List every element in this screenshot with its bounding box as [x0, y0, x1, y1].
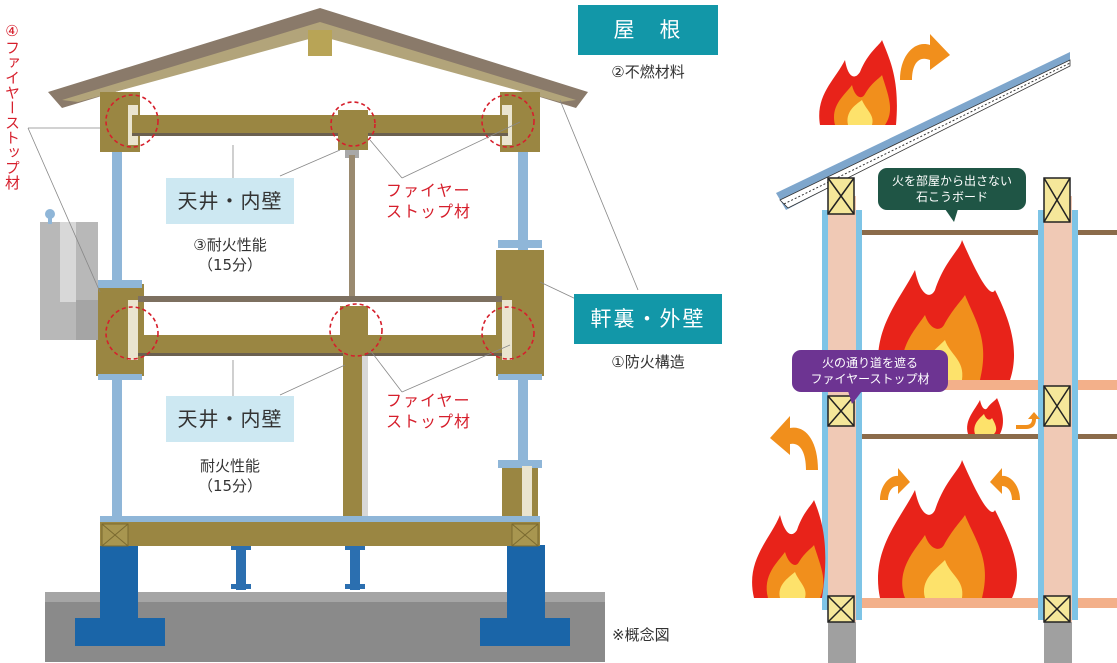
firestop-boxes: [827, 177, 1071, 623]
fire-icon-small: [967, 398, 1004, 434]
firestop-lower-line2: ストップ材: [386, 412, 472, 431]
callout-firestop: 火の通り道を遮る ファイヤーストップ材: [792, 351, 948, 391]
eaves-label: 軒裏・外壁: [574, 294, 722, 344]
beam-middle: [138, 335, 502, 353]
firestop-label-lower: ファイヤー ストップ材: [386, 390, 471, 432]
vertical-firestop-num: ④: [3, 22, 21, 40]
firestop-lower-line1: ファイヤー: [386, 391, 471, 410]
foundation-right: [480, 545, 570, 646]
beam-upper: [132, 115, 508, 133]
ceiling-spec-lower-line1: 耐火性能: [199, 457, 260, 475]
roof-spec: ②不燃材料: [611, 63, 685, 81]
fire-icon-outside: [752, 500, 826, 598]
fire-icon-roof: [819, 40, 897, 125]
firestop-upper-line1: ファイヤー: [386, 181, 471, 200]
callout-board: 火を部屋から出さない 石こうボード: [878, 169, 1026, 209]
firestop-markers: [105, 94, 535, 360]
ceiling-spec-upper-line1: ③耐火性能: [193, 236, 267, 254]
callout-firestop-line1: 火の通り道を遮る: [821, 356, 918, 370]
eaves-spec: ①防火構造: [611, 353, 685, 371]
fire-icon-lower: [878, 460, 1017, 598]
balcony: [40, 209, 98, 340]
foundation-left: [75, 545, 165, 646]
ceiling-label-lower: 天井・内壁: [166, 396, 294, 442]
callout-board-line2: 石こうボード: [915, 190, 988, 204]
beam-ground: [100, 522, 540, 546]
callout-board-bg: [878, 168, 1026, 210]
heat-arrows: [770, 34, 1040, 500]
callout-firestop-bg: [792, 350, 948, 392]
concept-note: ※概念図: [612, 626, 670, 644]
ceiling-spec-lower: 耐火性能 （15分）: [150, 456, 310, 496]
ceiling-label-upper: 天井・内壁: [166, 178, 294, 224]
vertical-firestop-text: ファイヤーストップ材: [3, 40, 21, 190]
firestop-label-upper: ファイヤー ストップ材: [386, 180, 471, 222]
roof-label: 屋 根: [578, 5, 718, 55]
callout-board-line1: 火を部屋から出さない: [891, 174, 1012, 188]
firestop-upper-line2: ストップ材: [386, 202, 472, 221]
ceiling-spec-lower-line2: （15分）: [197, 477, 263, 495]
callout-firestop-line2: ファイヤーストップ材: [810, 372, 930, 386]
ceiling-spec-upper: ③耐火性能 （15分）: [150, 235, 310, 275]
vertical-firestop-label: ④ファイヤーストップ材: [2, 22, 22, 190]
ceiling-spec-upper-line2: （15分）: [197, 256, 263, 274]
